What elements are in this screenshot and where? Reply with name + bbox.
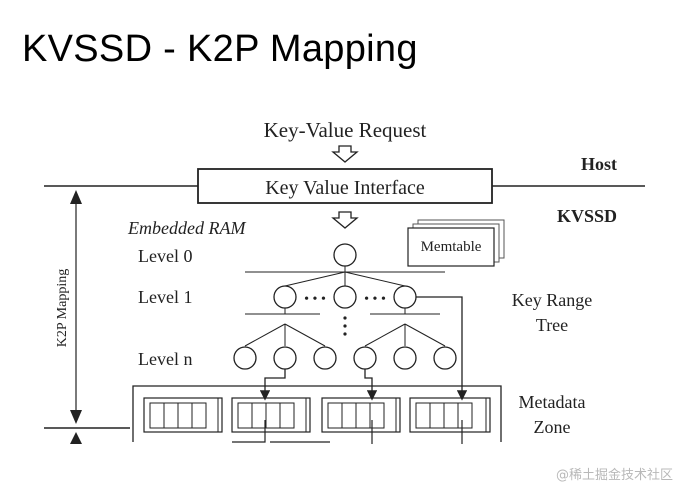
tree-leaf-node [273, 346, 297, 370]
k2p-arrow-bottom-head [70, 410, 82, 424]
key-value-interface-box [197, 168, 493, 204]
level1-ellipsis-left: • • • [304, 292, 326, 307]
metadata-zone-label-line2: Zone [534, 417, 571, 437]
tree-level1-node-left [273, 285, 297, 309]
level1-ellipsis-right: • • • [364, 292, 386, 307]
tree-leaf-node [313, 346, 337, 370]
metadata-zone-label-line1: Metadata [519, 392, 586, 412]
watermark: @稀土掘金技术社区 [555, 468, 673, 483]
tree-level1-node-right [393, 285, 417, 309]
vertical-ellipsis-dot [343, 324, 347, 328]
vertical-ellipsis-dot [343, 332, 347, 336]
tree-leaf-node [353, 346, 377, 370]
tree-edge [364, 323, 406, 347]
memtable-label: Memtable [421, 239, 482, 255]
pointer-continuation [232, 420, 266, 443]
tree-edge [404, 323, 446, 347]
vertical-ellipsis-dot [343, 316, 347, 320]
tree-leaf-node [233, 346, 257, 370]
key-range-tree-label-line1: Key Range [512, 290, 592, 310]
request-arrow [331, 145, 359, 163]
interface-arrow [331, 211, 359, 229]
embedded-ram-label: Embedded RAM [127, 218, 246, 238]
pointer-arrow [416, 296, 468, 401]
tree-root-node [333, 243, 357, 267]
host-label: Host [581, 154, 617, 174]
level-n-label: Level n [138, 349, 192, 369]
interface-label: Key Value Interface [265, 177, 425, 199]
pointer-arrow [259, 369, 286, 401]
tree-leaf-node [393, 346, 417, 370]
metadata-block-group-1 [143, 397, 223, 433]
page-title: KVSSD - K2P Mapping [22, 28, 418, 70]
level-1-label: Level 1 [138, 287, 192, 307]
metadata-boundary-arrow [70, 432, 82, 444]
tree-edge [284, 323, 326, 347]
tree-leaf-node [433, 346, 457, 370]
memtable-box [407, 227, 495, 267]
metadata-block-group-3 [321, 397, 401, 433]
tree-level1-node-middle [333, 285, 357, 309]
pointer-arrow [364, 369, 378, 401]
level-0-label: Level 0 [138, 246, 192, 266]
request-label: Key-Value Request [264, 118, 427, 142]
key-range-tree-label-line2: Tree [536, 315, 568, 335]
tree-edge [244, 323, 286, 347]
tree-edge [344, 271, 406, 287]
metadata-block-group-2 [231, 397, 311, 433]
kvssd-label: KVSSD [557, 206, 617, 226]
k2p-arrow-top-head [70, 190, 82, 204]
tree-edge [284, 271, 346, 287]
k2p-mapping-label: K2P Mapping [55, 269, 70, 347]
metadata-zone-box [132, 385, 502, 442]
metadata-block-group-4 [409, 397, 491, 433]
